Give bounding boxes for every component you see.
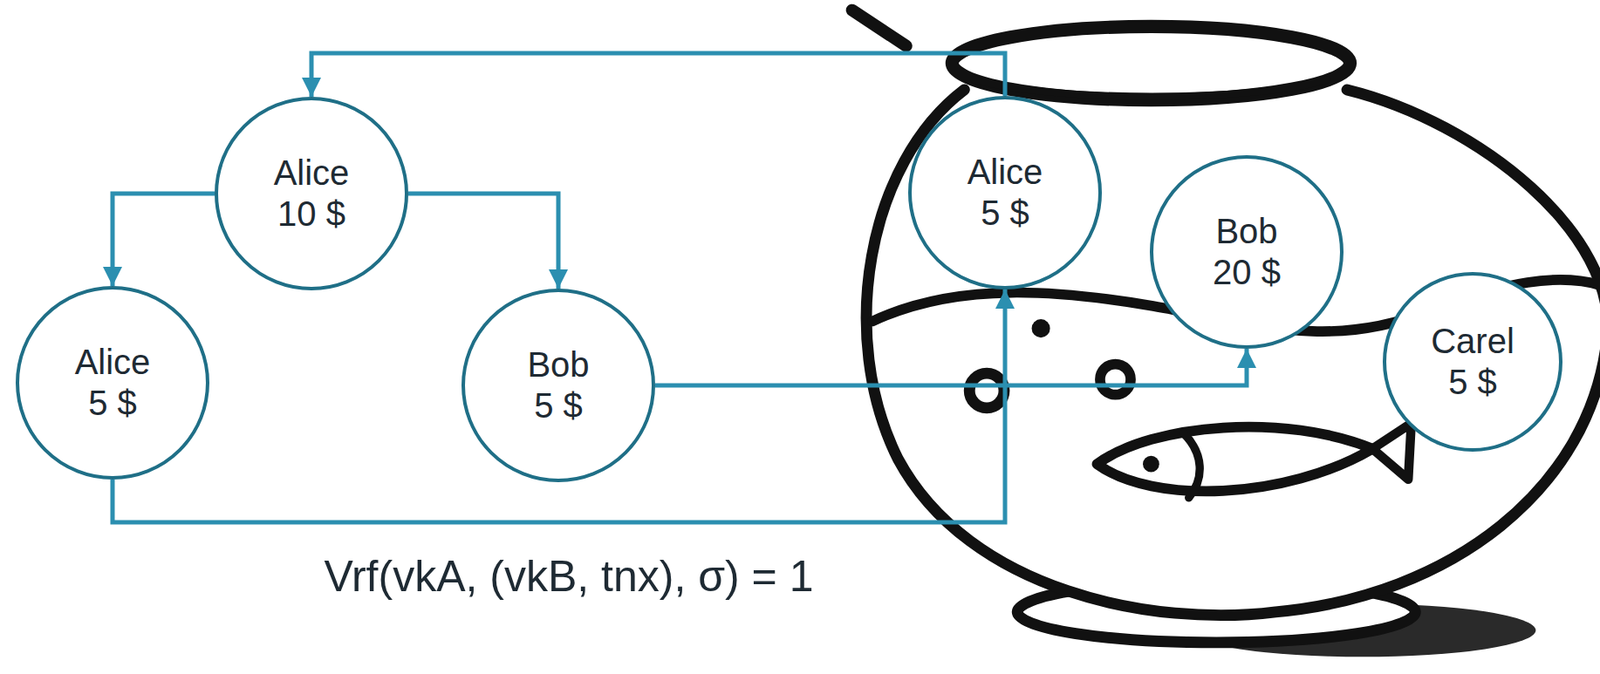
node-text: 5 $ [533,385,583,427]
node-text: 5 $ [980,192,1030,234]
transfer-arrow [311,53,1006,97]
circle-shape [909,97,1101,288]
circle-shape [17,287,208,479]
account-circle: Alice5 $ [908,95,1102,290]
circle-outline [214,96,409,291]
fish-tail [1372,423,1411,479]
transfer-arrow [112,193,215,287]
circle-shape [1151,157,1342,348]
node-text: 10 $ [277,193,346,235]
node-text: Carel [1430,321,1515,363]
node-text: Alice [273,152,350,194]
node-text: 20 $ [1212,252,1281,294]
node-text: 5 $ [88,382,137,424]
circle-outline [1382,272,1563,452]
formula-label: Vrf(vkA, (vkB, tnx), σ) = 1 [323,551,814,602]
circle-outline [15,286,210,480]
fish-gill [1183,433,1200,499]
bowl-body [866,89,1600,616]
circle-shape [216,98,407,289]
bowl-rim [951,26,1350,100]
account-circle: Carel5 $ [1382,272,1563,452]
node-text: Alice [75,341,151,383]
bubble [1032,319,1051,338]
node-text: 5 $ [1448,362,1498,404]
transfer-arrow [655,348,1247,386]
circle-shape [463,290,654,481]
circle-shape [1384,273,1561,451]
node-text: Bob [1215,211,1278,253]
circle-outline [1149,155,1344,349]
transfer-arrow [408,193,559,289]
fish-eye [1142,456,1160,473]
net-handle [852,10,907,47]
bubble [1100,364,1131,396]
node-text: Bob [526,344,589,386]
account-circle: Alice5 $ [15,286,210,480]
account-circle: Bob5 $ [461,288,656,483]
circle-outline [461,288,656,483]
bowl-rim-inner [974,79,1327,96]
transfer-arrow [112,289,1006,523]
account-circle: Alice10 $ [214,96,409,291]
account-circle: Bob20 $ [1149,155,1344,349]
fish-body [1096,427,1373,493]
bubble [969,373,1005,409]
circle-outline [908,95,1102,290]
node-text: Alice [967,151,1044,193]
